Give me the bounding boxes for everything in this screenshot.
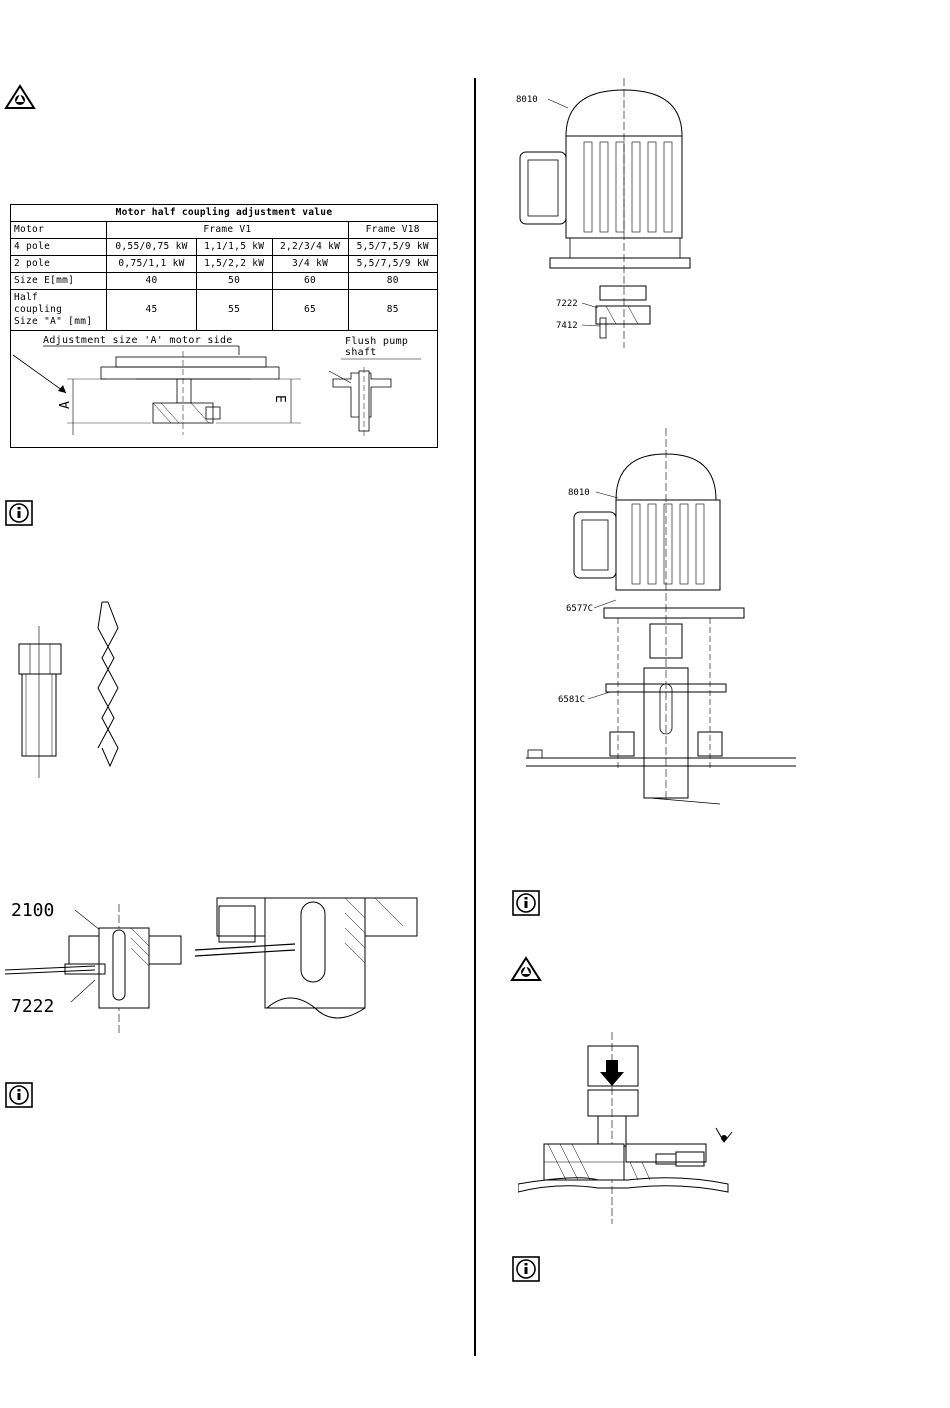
motor-assembly-figure-top: 8010 7222 7412 xyxy=(516,78,691,348)
label-8010-top: 8010 xyxy=(516,95,538,105)
header-motor: Motor xyxy=(9,221,108,239)
screw-and-drill-figure xyxy=(18,601,119,778)
figure-caption-right-1: Flush pump xyxy=(345,336,408,347)
warning-triangle-icon xyxy=(4,84,36,109)
figure-caption-right-2: shaft xyxy=(345,347,377,358)
label-8010-mid: 8010 xyxy=(568,488,590,498)
drill-hub-figure: 2100 7222 xyxy=(5,897,418,1034)
dim-e-label: E xyxy=(272,395,287,403)
header-frame-v18: Frame V18 xyxy=(347,221,438,239)
adjustment-figure-cell: Adjustment size 'A' motor side xyxy=(10,330,438,448)
figure-caption-left: Adjustment size 'A' motor side xyxy=(43,335,233,346)
dim-a-label: A xyxy=(58,401,73,409)
press-fit-figure xyxy=(518,1032,733,1224)
info-icon xyxy=(512,1256,540,1282)
header-frame-v1: Frame V1 xyxy=(106,221,349,239)
motor-assembly-figure-middle: 8010 6577C 6581C xyxy=(526,428,796,805)
info-icon xyxy=(512,890,540,916)
column-divider xyxy=(474,78,476,1356)
coupling-adjustment-table: Motor half coupling adjustment value Mot… xyxy=(9,204,438,448)
warning-triangle-icon xyxy=(510,956,542,981)
label-7222-top: 7222 xyxy=(556,299,578,309)
label-7222: 7222 xyxy=(11,996,54,1017)
label-7412: 7412 xyxy=(556,321,578,331)
table-row: Size E[mm] 40 50 60 80 xyxy=(9,272,438,290)
label-6581c: 6581C xyxy=(558,695,585,705)
info-icon xyxy=(5,1082,33,1108)
info-icon xyxy=(5,500,33,526)
label-2100: 2100 xyxy=(11,900,54,921)
table-row: 4 pole 0,55/0,75 kW 1,1/1,5 kW 2,2/3/4 k… xyxy=(9,238,438,256)
label-6577c: 6577C xyxy=(566,604,593,614)
table-title: Motor half coupling adjustment value xyxy=(10,204,438,222)
table-row: Half coupling Size "A" [mm] 45 55 65 85 xyxy=(9,289,438,331)
table-row: 2 pole 0,75/1,1 kW 1,5/2,2 kW 3/4 kW 5,5… xyxy=(9,255,438,273)
adjustment-figure: Adjustment size 'A' motor side xyxy=(12,335,421,437)
